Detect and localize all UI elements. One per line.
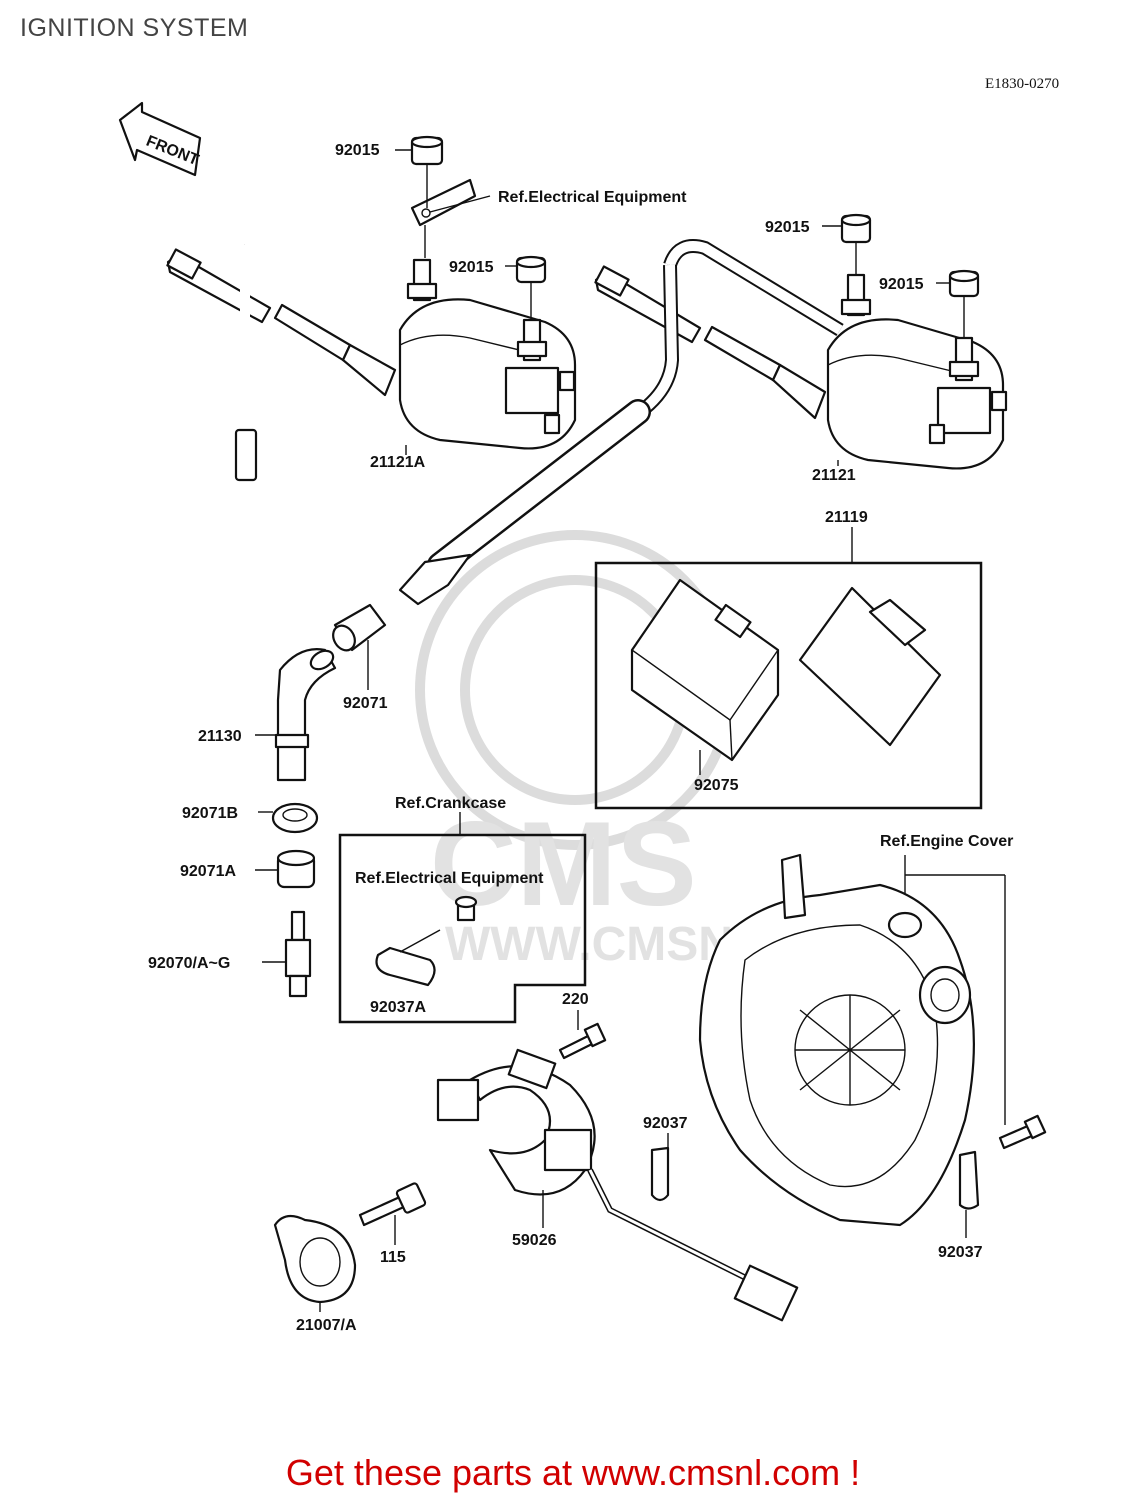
nut-92015-4 — [936, 269, 980, 338]
label-igniter-assy: 21119 — [825, 509, 868, 526]
label-plug-cap: 21130 — [198, 728, 242, 745]
label-pickup-coil: 59026 — [512, 1232, 557, 1249]
ignition-coil-left — [166, 178, 577, 482]
label-seal-a: 92071A — [180, 863, 236, 880]
label-coil-right: 21121 — [812, 467, 856, 484]
clamp-92037-mid — [650, 1133, 670, 1202]
label-coil-left: 21121A — [370, 454, 426, 471]
label-ref-crankcase: Ref.Crankcase — [395, 795, 506, 812]
label-seal-b: 92071B — [182, 805, 238, 822]
cta-link[interactable]: Get these parts at www.cmsnl.com ! — [285, 1452, 861, 1493]
diagram-code: E1830-0270 — [985, 76, 1060, 92]
seal-92071b — [258, 802, 319, 834]
ignition-coil-right — [594, 239, 1008, 470]
label-bolt-115: 115 — [380, 1249, 406, 1266]
engine-cover — [698, 853, 1047, 1227]
nut-92015-3 — [822, 213, 872, 275]
nut-92015-2 — [505, 255, 547, 320]
label-ref-electrical-box: Ref.Electrical Equipment — [355, 870, 544, 887]
spark-plug — [262, 910, 312, 998]
front-arrow-icon: FRONT — [118, 101, 201, 177]
label-ref-engine-cover: Ref.Engine Cover — [880, 833, 1013, 850]
label-nut-92015-3: 92015 — [765, 219, 810, 236]
label-nut-92015-1: 92015 — [335, 142, 380, 159]
label-igniter-unit: 92075 — [694, 777, 739, 794]
label-nut-92015-2: 92015 — [449, 259, 494, 276]
pickup-coil-59026 — [436, 1048, 799, 1322]
page-title: IGNITION SYSTEM — [20, 14, 249, 42]
label-seal-cap: 92071 — [343, 695, 388, 712]
label-bolt-220: 220 — [562, 991, 589, 1008]
seal-cap-92071 — [332, 603, 387, 690]
plug-cap-21130 — [255, 648, 337, 782]
timing-rotor-21007a — [273, 1214, 357, 1312]
igniter-assembly-box — [594, 527, 983, 810]
clamp-92037-right — [958, 1150, 980, 1238]
crankcase-ref-box — [338, 812, 587, 1024]
label-spark-plug: 92070/A~G — [148, 955, 230, 972]
bolt-220 — [558, 1010, 607, 1060]
nut-92015-1 — [395, 135, 444, 208]
label-timing-rotor: 21007/A — [296, 1317, 357, 1334]
ht-lead-long — [398, 399, 651, 606]
label-clamp-right: 92037 — [938, 1244, 983, 1261]
label-clamp-mid: 92037 — [643, 1115, 688, 1132]
label-clamp-box: 92037A — [370, 999, 426, 1016]
seal-92071a — [255, 849, 316, 889]
label-ref-electrical-top: Ref.Electrical Equipment — [498, 189, 687, 206]
label-nut-92015-4: 92015 — [879, 276, 924, 293]
bolt-115 — [358, 1182, 427, 1245]
